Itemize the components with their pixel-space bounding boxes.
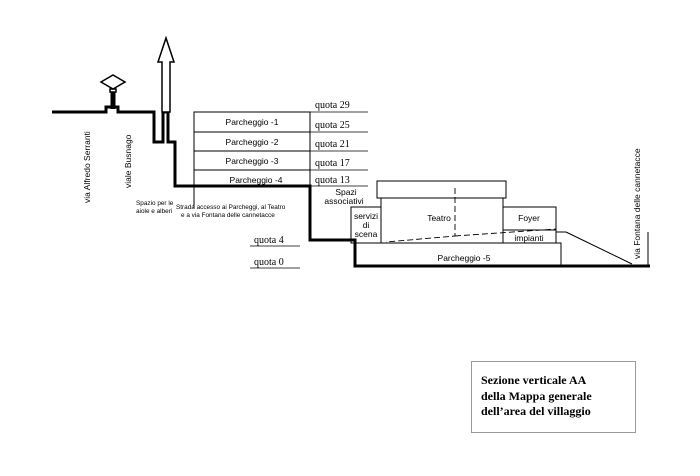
north-arrow-icon bbox=[156, 35, 176, 113]
street-label-fontana: via Fontana delle cannetacce bbox=[632, 148, 642, 259]
spazi-associativi-label-2: associativi bbox=[324, 196, 363, 206]
spazi-associativi-label: Spazi bbox=[335, 187, 356, 197]
level-label-17: quota 17 bbox=[315, 158, 350, 169]
level-lines bbox=[250, 111, 368, 269]
legend-title: Sezione verticale AA della Mappa general… bbox=[481, 373, 631, 420]
teatro-label: Teatro bbox=[427, 213, 451, 223]
legend-box: Sezione verticale AA della Mappa general… bbox=[471, 361, 636, 433]
level-label-29: quota 29 bbox=[315, 100, 350, 111]
parking-label-3: Parcheggio -3 bbox=[226, 156, 279, 166]
level-label-21: quota 21 bbox=[315, 139, 350, 150]
parking-label-2: Parcheggio -2 bbox=[226, 137, 279, 147]
legend-line-2: della Mappa generale bbox=[481, 388, 592, 403]
servizi-label-1: servizi bbox=[354, 211, 378, 221]
level-label-0: quota 0 bbox=[254, 257, 284, 268]
street-label-busnago: viale Busnago bbox=[123, 134, 133, 188]
parking-label-5: Parcheggio -5 bbox=[438, 253, 491, 263]
parking-structure bbox=[193, 111, 311, 208]
level-label-13: quota 13 bbox=[315, 175, 350, 186]
lamp-icon bbox=[99, 74, 127, 109]
note-strada-line1: Strada accesso ai Parcheggi, al Teatro bbox=[176, 204, 286, 211]
servizi-label-3: scena bbox=[355, 229, 378, 239]
street-label-serranti: via Alfredo Serranti bbox=[82, 131, 92, 203]
level-label-25: quota 25 bbox=[315, 120, 350, 131]
note-strada-line2: e a via Fontana delle cannetacce bbox=[181, 212, 275, 219]
theatre-complex bbox=[350, 180, 633, 267]
parking-label-1: Parcheggio -1 bbox=[226, 117, 279, 127]
parking-label-4: Parcheggio -4 bbox=[230, 175, 283, 185]
level-label-4: quota 4 bbox=[254, 235, 284, 246]
impianti-label: impianti bbox=[514, 233, 543, 243]
legend-line-1: Sezione verticale AA bbox=[481, 373, 587, 387]
note-spazio-line1: Spazio per le bbox=[136, 200, 174, 207]
servizi-label-2: di bbox=[363, 220, 370, 230]
foyer-label: Foyer bbox=[518, 213, 540, 223]
note-spazio-line2: aiole e alberi bbox=[136, 208, 172, 215]
legend-line-3: dell’area del villaggio bbox=[481, 404, 591, 418]
